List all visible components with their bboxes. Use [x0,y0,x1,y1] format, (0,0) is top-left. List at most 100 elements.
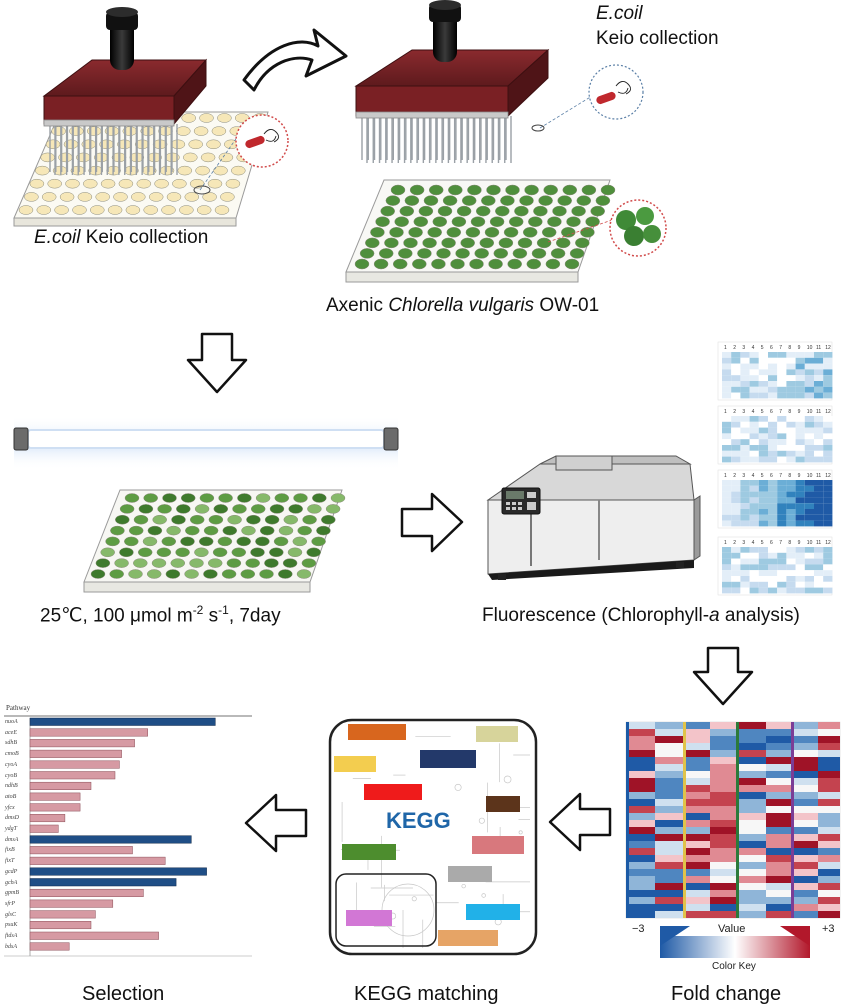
fold-change-cell [710,890,736,897]
heatmap-cell [823,352,833,358]
plate-well [259,525,275,536]
plate-well [170,558,186,568]
plate-well [514,205,529,217]
heatmap-cell [786,480,796,486]
heatmap-column-number: 2 [733,473,736,479]
plate-well [282,558,298,568]
heatmap-cell [804,497,814,504]
plate-well [250,547,265,558]
heatmap-cell [768,485,778,492]
heatmap-cell [768,514,778,521]
heatmap-cell [786,558,796,565]
plate-well [45,139,61,150]
plate-well [83,178,98,189]
plate-well [522,227,538,238]
heatmap-cell [777,547,787,553]
heatmap-cell [758,363,768,370]
heatmap-cell [795,421,805,428]
kegg-node [481,893,486,898]
heatmap-cell [804,392,814,399]
heatmap-cell [777,491,787,498]
fold-change-cell [739,736,766,743]
kegg-map [328,718,538,956]
plate-well [147,525,163,536]
fold-change-cell [818,806,840,813]
fold-change-cell [710,806,736,813]
kegg-pathway-block [334,756,376,772]
plate-well [65,178,80,189]
heatmap-cell [786,456,796,463]
fold-change-cell [766,792,791,799]
heatmap-cell [749,456,759,463]
heatmap-cell [740,456,750,463]
heatmap-cell [786,514,796,521]
selection-gene-label: dmsA [5,836,19,843]
plate-well [165,569,181,579]
plate-well [526,258,542,270]
plate-well [18,205,34,215]
fold-change-cell [766,736,791,743]
heatmap-cell [786,375,796,381]
fold-change-cell [818,841,840,848]
condition-day-text: , 7day [228,605,281,627]
fold-change-cell [818,848,840,855]
heatmap-cell [823,421,833,428]
fold-change-cell [655,757,683,764]
fold-change-cell [686,911,710,918]
plate-well [590,205,605,217]
plate-well [176,504,191,514]
fold-change-cell [710,778,736,785]
fold-change-cell [710,841,736,848]
down-arrow-icon [186,332,248,394]
plate-well [217,536,233,547]
heatmap-cell [740,570,750,576]
heatmap-cell [722,363,732,370]
heatmap-column-number: 5 [761,345,764,351]
plate-well [143,205,158,215]
plate-well [203,525,219,536]
plate-well [207,178,223,189]
plate-well [528,216,543,227]
heatmap-cell [740,369,750,376]
heatmap-cell [731,369,741,376]
heatmap-cell [758,456,768,463]
heatmap-cell [740,552,750,559]
fold-change-cell [655,855,683,862]
heatmap-cell [786,416,796,422]
plate-well [517,237,533,249]
fold-change-cell [629,862,655,869]
fold-change-cell [686,827,710,834]
selection-bar-chart [4,715,252,957]
fold-change-cell [794,743,818,750]
kegg-node [454,783,462,791]
heatmap-column-number: 1 [724,540,727,546]
heatmap-cell [740,427,750,434]
fold-change-cell [655,869,683,876]
plate-well [427,227,442,238]
plate-well [255,536,270,547]
fold-change-cell [710,764,736,771]
plate-well [95,192,110,202]
fold-change-cell [818,904,840,911]
heatmap-cell [786,445,796,451]
heatmap-cell [758,520,768,527]
heatmap-cell [814,445,824,451]
fold-change-cell [710,785,736,792]
heatmap-cell [758,503,768,509]
fold-change-cell [655,911,683,918]
heatmap-cell [740,416,750,422]
plate-well [119,504,135,514]
heatmap-cell [823,570,833,576]
fold-change-cell [766,883,791,890]
plate-well [217,113,232,123]
fold-change-cell [629,911,655,918]
heatmap-cell [804,570,814,576]
plate-well [166,192,182,202]
fold-change-cell [629,743,655,750]
heatmap-cell [786,564,796,571]
heatmap-cell [814,520,824,527]
heatmap-cell [768,416,778,422]
heatmap-cell [804,363,814,370]
heatmap-column-number: 7 [779,540,782,546]
plate-well [408,227,423,238]
